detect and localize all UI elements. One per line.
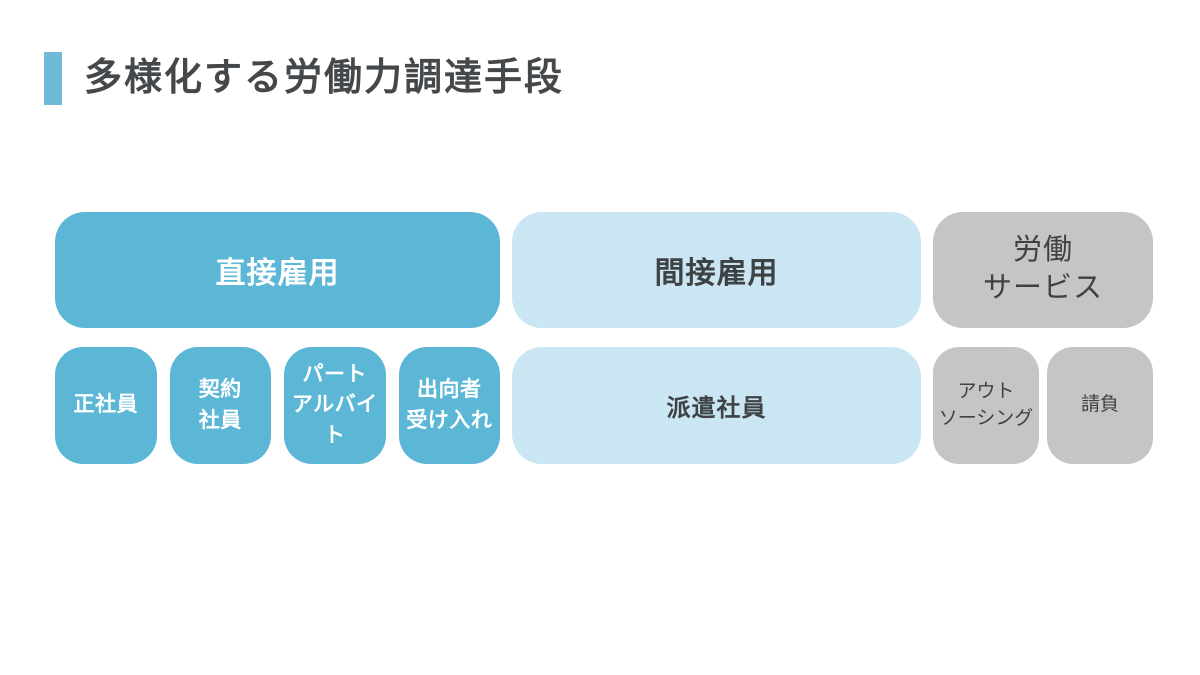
item-contracting: 請負 xyxy=(1047,347,1153,464)
item-outsourcing: アウト ソーシング xyxy=(933,347,1039,464)
direct-employment-header: 直接雇用 xyxy=(55,212,500,328)
labor-service-items: アウト ソーシング 請負 xyxy=(933,347,1153,464)
title-accent-bar xyxy=(44,52,62,105)
item-dispatched-employee: 派遣社員 xyxy=(512,347,921,464)
item-secondee-acceptance: 出向者 受け入れ xyxy=(398,347,500,464)
item-regular-employee: 正社員 xyxy=(55,347,157,464)
item-part-time-worker: パート アルバイト xyxy=(284,347,386,464)
labor-procurement-diagram: 直接雇用 間接雇用 労働 サービス 正社員 契約 社員 パート アルバイト 出向… xyxy=(55,212,1153,464)
item-contract-employee: 契約 社員 xyxy=(169,347,271,464)
indirect-employment-header: 間接雇用 xyxy=(512,212,921,328)
labor-service-header: 労働 サービス xyxy=(933,212,1153,328)
slide-title: 多様化する労働力調達手段 xyxy=(84,57,565,99)
direct-employment-items: 正社員 契約 社員 パート アルバイト 出向者 受け入れ xyxy=(55,347,500,464)
